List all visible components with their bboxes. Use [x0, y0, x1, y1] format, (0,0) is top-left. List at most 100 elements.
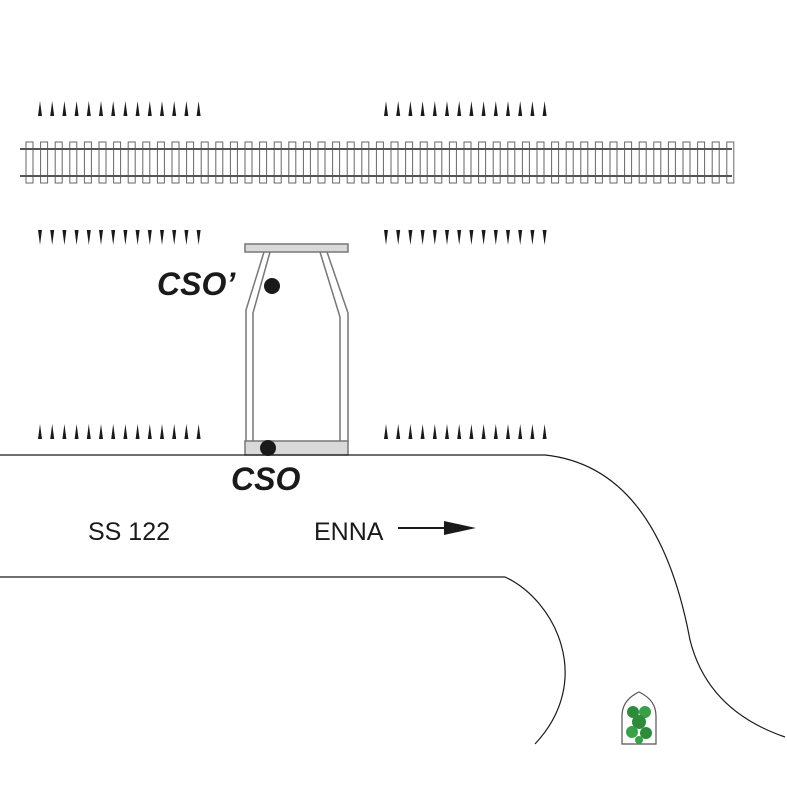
vegetation-tick — [396, 101, 401, 116]
vegetation-tick — [111, 101, 116, 116]
railway-sleeper — [25, 141, 34, 184]
vegetation-tick — [518, 230, 523, 245]
railway-sleeper — [361, 141, 370, 184]
structure-left-wall-outer — [245, 251, 265, 441]
vegetation-tick — [542, 230, 547, 245]
vegetation-tick — [481, 424, 486, 439]
vegetation-tick — [74, 101, 79, 116]
railway-sleeper — [726, 141, 735, 184]
vegetation-tick — [469, 101, 474, 116]
vegetation-tick — [445, 230, 449, 245]
vegetation-tick — [123, 424, 128, 439]
vegetation-tick — [542, 424, 547, 439]
vegetation-tick — [518, 101, 523, 116]
railway-sleeper — [288, 141, 297, 184]
vegetation-tick — [147, 230, 152, 245]
railway-sleeper — [463, 141, 472, 184]
vegetation-tick — [196, 424, 201, 439]
railway-sleeper — [405, 141, 414, 184]
road-edge-upper — [0, 454, 786, 738]
railway-sleeper — [83, 141, 92, 184]
railway-sleeper — [127, 141, 136, 184]
vegetation-tick — [469, 230, 474, 245]
railway-track — [20, 141, 735, 184]
vegetation-tick — [184, 424, 189, 439]
vegetation-tick — [172, 101, 177, 116]
railway-sleeper — [624, 141, 633, 184]
vegetation-tick — [172, 230, 177, 245]
railway-sleeper — [507, 141, 516, 184]
vegetation-tick — [445, 424, 449, 439]
vegetation-tick — [160, 230, 164, 245]
railway-sleeper — [54, 141, 63, 184]
vegetation-tick — [86, 101, 91, 116]
railway-sleeper — [536, 141, 545, 184]
vegetation-tick — [493, 424, 498, 439]
vegetation-tick — [493, 230, 498, 245]
railway-sleeper — [638, 141, 647, 184]
underpass-structure — [244, 243, 349, 456]
vegetation-tick — [62, 101, 67, 116]
railway-sleeper — [40, 141, 49, 184]
railway-sleeper — [244, 141, 253, 184]
vegetation-tick — [74, 424, 79, 439]
vegetation-tick — [172, 424, 177, 439]
vegetation-row-middle-right — [384, 230, 547, 245]
railway-sleeper — [478, 141, 487, 184]
vegetation-row-top-right — [384, 101, 547, 116]
vegetation-tick — [432, 424, 437, 439]
road — [0, 454, 786, 745]
vegetation-tick — [160, 101, 164, 116]
vegetation-tick — [99, 424, 103, 439]
road-edge-lower — [0, 576, 566, 745]
railway-sleeper — [580, 141, 589, 184]
railway-sleeper — [69, 141, 78, 184]
railway-sleeper — [200, 141, 209, 184]
direction-label: ENNA — [314, 518, 384, 546]
vegetation-tick — [506, 230, 510, 245]
vegetation-tick — [518, 424, 523, 439]
vegetation-tick — [420, 101, 425, 116]
railway-sleeper — [142, 141, 151, 184]
road-name-label: SS 122 — [88, 518, 170, 546]
vegetation-tick — [457, 230, 462, 245]
vegetation-tick — [184, 101, 189, 116]
vegetation-tick — [432, 230, 437, 245]
vegetation-tick — [530, 230, 535, 245]
railway-sleeper — [113, 141, 122, 184]
vegetation-tick — [196, 101, 201, 116]
vegetation-row-bottom-right — [384, 424, 547, 439]
vegetation-tick — [384, 230, 388, 245]
railway-sleeper — [390, 141, 399, 184]
vegetation-tick — [111, 230, 116, 245]
vegetation-tick — [86, 230, 91, 245]
railway-sleeper — [551, 141, 560, 184]
vegetation-tick — [408, 101, 413, 116]
vegetation-tick — [147, 101, 152, 116]
point-label-upper: CSO’ — [157, 266, 236, 302]
vegetation-tick — [184, 230, 189, 245]
railway-sleeper — [259, 141, 268, 184]
vegetation-tick — [420, 230, 425, 245]
railway-sleeper — [697, 141, 706, 184]
vegetation-row-bottom-left — [38, 424, 201, 439]
vegetation-tick — [147, 424, 152, 439]
railway-sleeper — [594, 141, 603, 184]
railway-sleeper — [332, 141, 341, 184]
structure-right-wall — [319, 251, 341, 441]
railway-sleeper — [711, 141, 720, 184]
railway-sleeper — [302, 141, 311, 184]
vegetation-tick — [86, 424, 91, 439]
vegetation-tick — [99, 230, 103, 245]
railway-sleeper — [346, 141, 355, 184]
vegetation-row-top-left — [38, 101, 201, 116]
vegetation-tick — [445, 101, 449, 116]
vegetation-tick — [38, 424, 42, 439]
railway-sleepers — [25, 141, 735, 184]
structure-top-slab — [244, 243, 349, 253]
railway-sleeper — [521, 141, 530, 184]
railway-sleeper — [434, 141, 443, 184]
vegetation-tick — [74, 230, 79, 245]
vegetation-tick — [530, 101, 535, 116]
